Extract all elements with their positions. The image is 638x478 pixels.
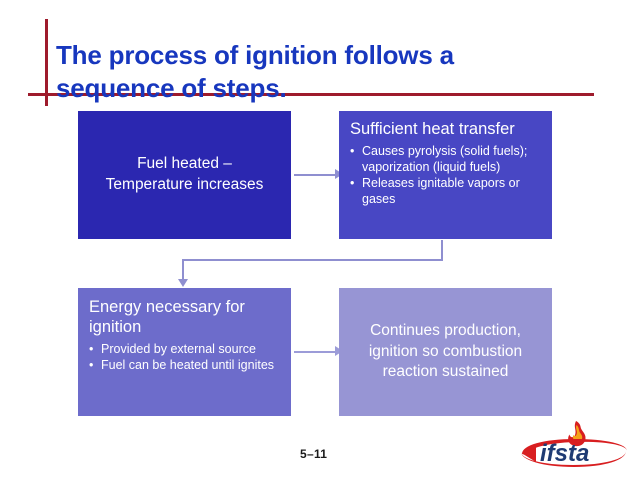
flow-box-heat-transfer: Sufficient heat transfer Causes pyrolysi… [339,111,552,239]
flow-box-energy-ignition-bullets: Provided by external source Fuel can be … [89,342,280,375]
page-number: 5–11 [300,447,328,461]
ifsta-logo: ifsta [521,421,627,467]
arrow-energy-to-continues-line [294,351,338,353]
flow-box-heat-transfer-bullets: Causes pyrolysis (solid fuels); vaporiza… [350,144,541,208]
list-item: Fuel can be heated until ignites [89,358,280,374]
swoosh-icon [521,439,627,467]
arrow-heat-to-energy-segment-vertical-top [441,240,443,261]
flow-box-fuel-heated: Fuel heated – Temperature increases [78,111,291,239]
page-title: The process of ignition follows a sequen… [56,40,454,103]
arrow-heat-to-energy-segment-horizontal [182,259,443,261]
arrow-heat-to-energy-segment-vertical-bottom [182,259,184,281]
list-item: Provided by external source [89,342,280,358]
title-vertical-rule [45,19,48,106]
flow-box-heat-transfer-heading: Sufficient heat transfer [350,120,515,138]
title-horizontal-rule [28,93,594,96]
flow-box-continues-production-text: Continues production, ignition so combus… [368,321,523,381]
flow-box-energy-ignition: Energy necessary for ignition Provided b… [78,288,291,416]
list-item: Causes pyrolysis (solid fuels); vaporiza… [350,144,541,176]
flow-box-continues-production: Continues production, ignition so combus… [339,288,552,416]
list-item: Releases ignitable vapors or gases [350,176,541,208]
arrow-heat-to-energy-head-icon [178,279,188,287]
flow-box-energy-ignition-heading: Energy necessary for ignition [89,298,245,336]
arrow-fuel-to-heat-line [294,174,338,176]
ifsta-wordmark: ifsta [540,440,589,467]
flow-box-fuel-heated-text: Fuel heated – Temperature increases [105,155,264,193]
